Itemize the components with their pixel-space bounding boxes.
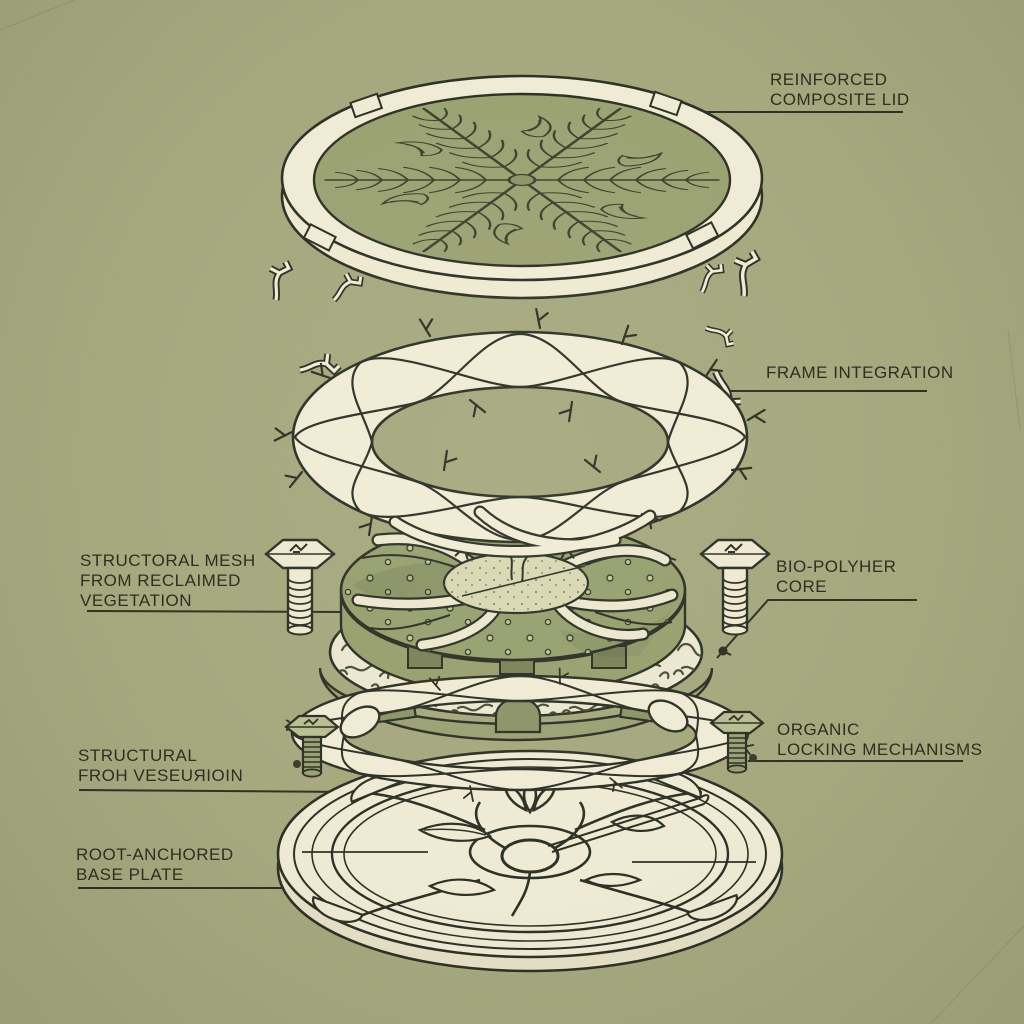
reinforced-composite-lid <box>280 74 764 300</box>
label-frame-integration: FRAME INTEGRATION <box>766 363 954 382</box>
wreath-braid-lines <box>293 332 747 542</box>
label-structural-mesh: STRUCTORAL MESH FROM RECLAIMED VEGETATIO… <box>80 551 256 610</box>
root-anchored-base-plate <box>276 749 784 973</box>
drooping-vine-strands <box>388 505 657 558</box>
core-leader-bud <box>716 646 732 659</box>
lid-rim-notches <box>302 90 720 252</box>
plate-ornament <box>302 770 756 923</box>
leader-structural <box>78 789 353 793</box>
vine-loop-knots <box>339 699 689 739</box>
lid-fern-engraving <box>324 100 720 260</box>
large-bolt-right <box>699 538 771 636</box>
plate-rings <box>293 758 767 950</box>
label-bio-polymer-core: BIO-POLYHER CORE <box>776 557 897 596</box>
label-root-anchored-base-plate: ROOT-ANCHORED BASE PLATE <box>76 845 234 884</box>
large-bolt-left <box>264 538 336 636</box>
label-reinforced-composite-lid: REINFORCED COMPOSITE LID <box>770 70 910 109</box>
organic-locking-bolts <box>264 538 771 778</box>
frame-integration-wreath <box>272 307 768 562</box>
bolt-washer-nubs <box>293 754 757 768</box>
label-structural-vegetation: STRUCTURAL FROH VESEUЯIOIN <box>78 746 244 785</box>
leader-core <box>722 599 917 652</box>
label-organic-locking-mechanisms: ORGANIC LOCKING MECHANISMS <box>777 720 983 759</box>
bio-polymer-core-disc <box>339 518 687 697</box>
